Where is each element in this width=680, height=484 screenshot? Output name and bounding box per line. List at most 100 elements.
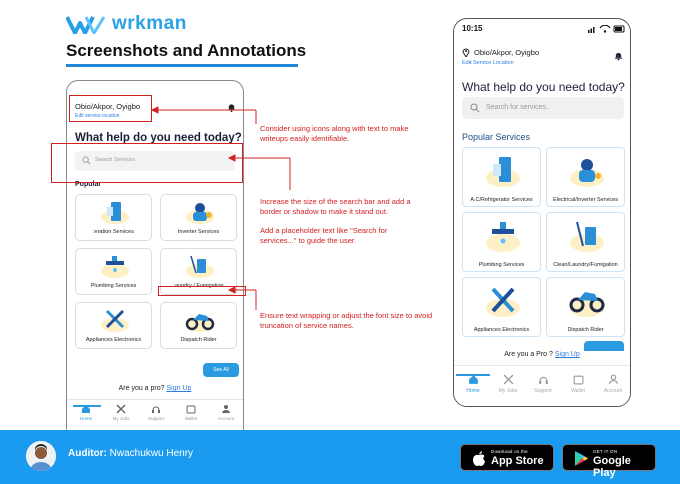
fridge-icon [486, 157, 520, 187]
wallet-icon [573, 375, 583, 385]
motorbike-icon [185, 314, 215, 332]
annotation-box-search [51, 143, 243, 183]
signup-link[interactable]: Sign Up [166, 385, 192, 392]
popular-label: Popular [75, 181, 102, 188]
tools-icon [116, 404, 126, 414]
headset-icon [538, 376, 548, 384]
bottom-nav: Home My Jobs Support Wallet Account [454, 365, 630, 406]
wrkman-logo-icon [66, 16, 106, 34]
faucet-icon [101, 256, 129, 278]
fridge-icon [101, 202, 129, 224]
auditor-name: Nwachukwu Henry [109, 448, 194, 459]
pro-prompt: Are you a pro? Sign Up [67, 385, 243, 392]
nav-active-indicator [73, 405, 101, 407]
service-label: Clean/Laundry/Fumigation [553, 262, 618, 268]
service-card[interactable]: Appliances Electronics [462, 277, 541, 337]
see-all-button[interactable]: See All [203, 363, 239, 377]
auditor-photo-icon [26, 441, 56, 471]
avatar [26, 441, 56, 471]
app-store-button[interactable]: Download on the App Store [460, 444, 554, 471]
nav-label: Account [217, 416, 235, 421]
service-card[interactable]: Electrical/Inverter Services [546, 147, 625, 207]
service-card[interactable]: Plumbing Services [75, 248, 152, 295]
annotation-note: Consider using icons along with text to … [260, 124, 409, 143]
service-card[interactable]: Plumbing Services [462, 212, 541, 272]
redesign-screen-mockup: 10:15 Obio/Akpor, Oyigbo Edit Service Lo… [453, 18, 631, 407]
nav-label: My Jobs [112, 416, 130, 421]
location-text[interactable]: Obio/Akpor, Oyigbo [75, 102, 141, 111]
nav-account[interactable]: Account [596, 374, 630, 394]
nav-label: Wallet [184, 416, 198, 421]
motorbike-icon [569, 292, 605, 317]
headset-icon [152, 406, 160, 413]
annotation-box-location [69, 95, 152, 122]
service-card[interactable]: Dispatch Rider [160, 302, 237, 349]
annotation-note: Add a placeholder text like "Search for … [260, 226, 388, 245]
service-card[interactable]: :eration Services [75, 194, 152, 241]
signup-link[interactable]: Sign Up [554, 351, 580, 358]
nav-my-jobs[interactable]: My Jobs [491, 374, 525, 394]
annotation-note: Increase the size of the search bar and … [260, 197, 411, 216]
bell-icon[interactable] [614, 51, 623, 61]
wallet-icon [186, 405, 196, 414]
service-label: Appliances Electronics [473, 327, 530, 333]
nav-label: Home [79, 416, 92, 421]
help-heading: What help do you need today? [462, 80, 625, 94]
service-card[interactable]: Dispatch Rider [546, 277, 625, 337]
electrician-icon [186, 203, 214, 224]
search-placeholder: Search for services.. [486, 104, 550, 111]
nav-label: Wallet [571, 388, 585, 394]
nav-support[interactable]: Support [139, 404, 173, 421]
search-input[interactable]: Search Services [75, 151, 235, 171]
nav-my-jobs[interactable]: My Jobs [104, 404, 138, 421]
nav-home[interactable]: Home [69, 404, 103, 421]
tools-icon [101, 309, 129, 332]
service-card[interactable]: Inverter Services [160, 194, 237, 241]
service-label: Dispatch Rider [567, 327, 604, 333]
nav-label: Account [603, 388, 623, 394]
apple-icon [473, 451, 485, 466]
see-all-button[interactable] [584, 341, 624, 351]
service-card[interactable]: A.C/Refrigerator Services [462, 147, 541, 207]
nav-home[interactable]: Home [456, 374, 490, 394]
home-icon [468, 375, 478, 384]
user-icon [608, 374, 618, 385]
google-play-button[interactable]: GET IT ON Google Play [562, 444, 656, 479]
nav-wallet[interactable]: Wallet [174, 404, 208, 421]
edit-location-link[interactable]: Edit Service Location [462, 60, 514, 66]
search-input[interactable]: Search for services.. [462, 97, 624, 119]
faucet-icon [486, 222, 520, 252]
location-pin-icon [462, 48, 470, 57]
cleaning-icon [186, 255, 214, 278]
search-icon [82, 156, 91, 165]
user-icon [222, 405, 230, 413]
search-icon [470, 103, 480, 113]
edit-location-link[interactable]: Edit service location [75, 113, 120, 119]
pro-question: Are you a Pro ? [504, 351, 553, 358]
service-label: Electrical/Inverter Services [552, 197, 619, 203]
nav-label: Home [466, 388, 480, 394]
original-screen-mockup: Obio/Akpor, Oyigbo Edit service location… [66, 80, 244, 440]
service-label: :eration Services [93, 229, 134, 235]
bell-icon[interactable] [227, 103, 236, 112]
service-card[interactable]: Appliances Electronics [75, 302, 152, 349]
popular-label: Popular Services [462, 132, 531, 142]
home-icon [82, 405, 90, 413]
service-card[interactable]: Clean/Laundry/Fumigation [546, 212, 625, 272]
annotation-note: Ensure text wrapping or adjust the font … [260, 311, 433, 330]
tools-icon [503, 374, 513, 385]
nav-label: Support [534, 388, 552, 394]
app-store-label: App Store [491, 455, 544, 467]
service-label: A.C/Refrigerator Services [470, 197, 533, 203]
service-label: Appliances Electronics [85, 337, 142, 343]
nav-account[interactable]: Account [209, 404, 243, 421]
nav-support[interactable]: Support [526, 374, 560, 394]
location-text[interactable]: Obio/Akpor, Oyigbo [474, 48, 540, 57]
nav-wallet[interactable]: Wallet [561, 374, 595, 394]
nav-label: Support [148, 416, 164, 421]
service-label: Dispatch Rider [180, 337, 217, 343]
tools-icon [486, 287, 520, 317]
service-label: Plumbing Services [478, 262, 525, 268]
nav-active-indicator [456, 374, 490, 376]
google-play-icon [575, 451, 588, 466]
